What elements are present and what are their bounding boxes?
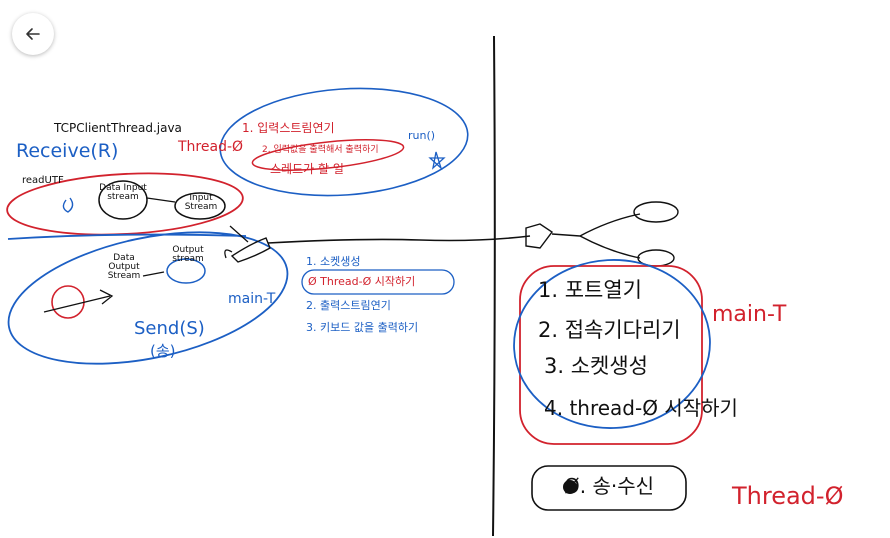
- main-step-2: 2. 출력스트림연기: [306, 299, 391, 312]
- server-plug: [525, 223, 554, 249]
- server-step-3: 3. 소켓생성: [544, 354, 648, 378]
- thread-label-right: Thread-Ø: [732, 482, 844, 510]
- server-step-1: 1. 포트열기: [538, 278, 642, 302]
- data-output-label: Data Output Stream: [107, 253, 141, 281]
- data-input-label: Data Input stream: [99, 183, 147, 202]
- main-step-thread: Ø Thread-Ø 시작하기: [308, 275, 416, 288]
- thread-note-3: 스레드가 할 일: [270, 162, 344, 176]
- send-label: Send(S): [134, 318, 205, 339]
- thread-box: [531, 465, 687, 511]
- receive-label: Receive(R): [16, 140, 119, 162]
- main-step-3: 3. 키보드 값을 출력하기: [306, 321, 419, 334]
- note-highlight-oval: [251, 139, 405, 171]
- client-plug: [230, 237, 271, 263]
- input-stream-label: Input Stream: [184, 193, 218, 212]
- read-utf-label: readUTF: [22, 175, 64, 186]
- main-thread-label-left: main-T: [228, 291, 276, 307]
- main-thread-label-right: main-T: [712, 302, 787, 327]
- send-ellipse: [7, 231, 289, 365]
- arrow-left-icon: [26, 28, 40, 40]
- main-thread-ellipse: [513, 259, 711, 429]
- thread-note-1: 1. 입력스트림연기: [242, 121, 335, 135]
- data-input-node: [98, 180, 148, 220]
- output-stream-label: Output stream: [172, 245, 204, 264]
- thread-notes-ellipse: [219, 87, 469, 197]
- input-stream-node: [174, 192, 226, 220]
- divider-line: [492, 35, 496, 537]
- file-title: TCPClientThread.java: [54, 121, 182, 135]
- main-step-1: 1. 소켓생성: [306, 255, 361, 268]
- server-step-2: 2. 접속기다리기: [538, 318, 681, 342]
- connection-cable: [267, 235, 531, 244]
- thread-note-2: 2. 입력값을 출력해서 출력하기: [262, 145, 379, 155]
- back-button[interactable]: [12, 13, 54, 55]
- thread-label-left: Thread-Ø: [178, 139, 244, 155]
- thread-task-label: Ø. 송·수신: [564, 474, 655, 498]
- server-steps-box: [519, 265, 703, 445]
- server-step-4: 4. thread-Ø 시작하기: [544, 396, 738, 420]
- step-highlight-box: [301, 269, 455, 295]
- send-loop-circle: [51, 285, 85, 319]
- send-korean-label: (송): [150, 342, 176, 360]
- star-mark: [428, 151, 446, 171]
- output-stream-node: [166, 258, 206, 284]
- run-note: run(): [408, 129, 436, 142]
